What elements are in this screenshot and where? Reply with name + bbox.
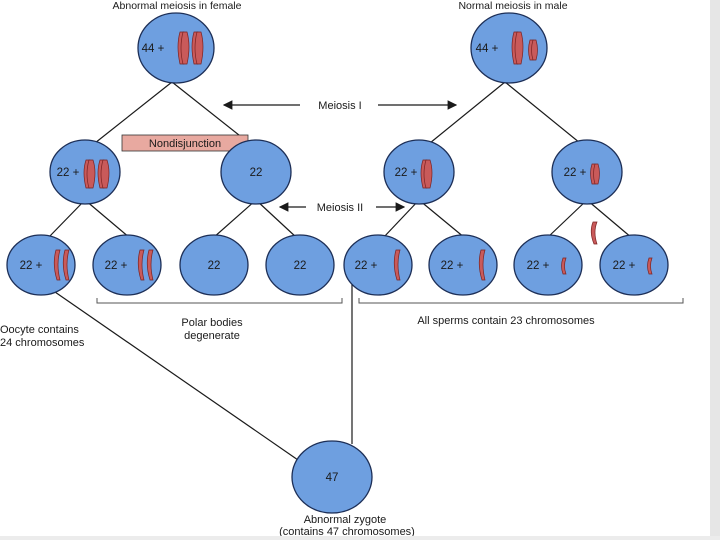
sperm-cell-2: 22 +: [428, 234, 498, 296]
cell-label: 47: [326, 472, 339, 484]
female-m1-left-cell: 22 +: [49, 139, 121, 205]
cell-label: 22: [294, 260, 307, 272]
chromosome-icon: [647, 257, 653, 275]
polar-note-line2: degenerate: [184, 330, 240, 342]
bottom-edge-shade: [0, 536, 720, 540]
zygote-note-line2: (contains 47 chromosomes): [279, 526, 415, 538]
sperm-cell-3: 22 +: [513, 234, 583, 296]
egg-cell-2: 22 +: [92, 234, 162, 296]
male-m1-right-cell: 22 +: [551, 139, 623, 205]
chromosome-icon: [561, 257, 567, 275]
egg-to-zygote-line: [54, 291, 299, 461]
cell-label: 22 +: [527, 260, 550, 272]
sperm-cell-1: 22 +: [343, 234, 413, 296]
egg-cell-3: 22: [179, 234, 249, 296]
loose-chromosome-icon: [590, 221, 598, 245]
polar-bodies-bracket: [96, 298, 343, 304]
male-title: Normal meiosis in male: [458, 0, 567, 12]
cell-label: 22: [250, 167, 263, 179]
cell-label: 22 +: [105, 260, 128, 272]
chromosome-icon: [511, 31, 538, 65]
chromosome-icon: [137, 249, 154, 281]
chromosome-icon: [478, 249, 486, 281]
cell-label: 22: [208, 260, 221, 272]
oocyte-note-line2: 24 chromosomes: [0, 337, 85, 349]
sperms-bracket: [358, 298, 684, 304]
female-title: Abnormal meiosis in female: [113, 0, 242, 12]
meiosis1-label: Meiosis I: [318, 100, 361, 112]
cell-label: 22 +: [441, 260, 464, 272]
right-edge-shade: [710, 0, 720, 540]
egg-cell-1: 22 +: [6, 234, 76, 296]
cell-label: 22 +: [57, 167, 80, 179]
cell-label: 44 +: [476, 43, 499, 55]
cell-label: 22 +: [564, 167, 587, 179]
sperms-note: All sperms contain 23 chromosomes: [417, 315, 595, 327]
female-parent-cell: 44 +: [137, 12, 215, 84]
female-tree-lines: [47, 81, 298, 239]
sperm-cell-4: 22 +: [599, 234, 669, 296]
male-tree-lines: [382, 81, 633, 239]
nondisjunction-label: Nondisjunction: [149, 138, 221, 150]
zygote-cell: 47: [291, 440, 373, 514]
female-m1-right-cell: 22: [220, 139, 292, 205]
polar-note-line1: Polar bodies: [181, 317, 243, 329]
meiosis2-label: Meiosis II: [317, 202, 363, 214]
chromosome-icon: [83, 159, 110, 189]
cell-label: 44 +: [142, 43, 165, 55]
chromosome-icon: [420, 159, 433, 189]
cell-label: 22 +: [613, 260, 636, 272]
male-parent-cell: 44 +: [470, 12, 548, 84]
cell-label: 22 +: [20, 260, 43, 272]
cell-label: 22 +: [355, 260, 378, 272]
chromosome-icon: [590, 163, 600, 185]
zygote-note-line1: Abnormal zygote: [304, 514, 387, 526]
chromosome-icon: [393, 249, 401, 281]
cell-label: 22 +: [395, 167, 418, 179]
egg-cell-4: 22: [265, 234, 335, 296]
chromosome-icon: [177, 31, 204, 65]
chromosome-icon: [53, 249, 70, 281]
male-m1-left-cell: 22 +: [383, 139, 455, 205]
oocyte-note-line1: Oocyte contains: [0, 324, 79, 336]
